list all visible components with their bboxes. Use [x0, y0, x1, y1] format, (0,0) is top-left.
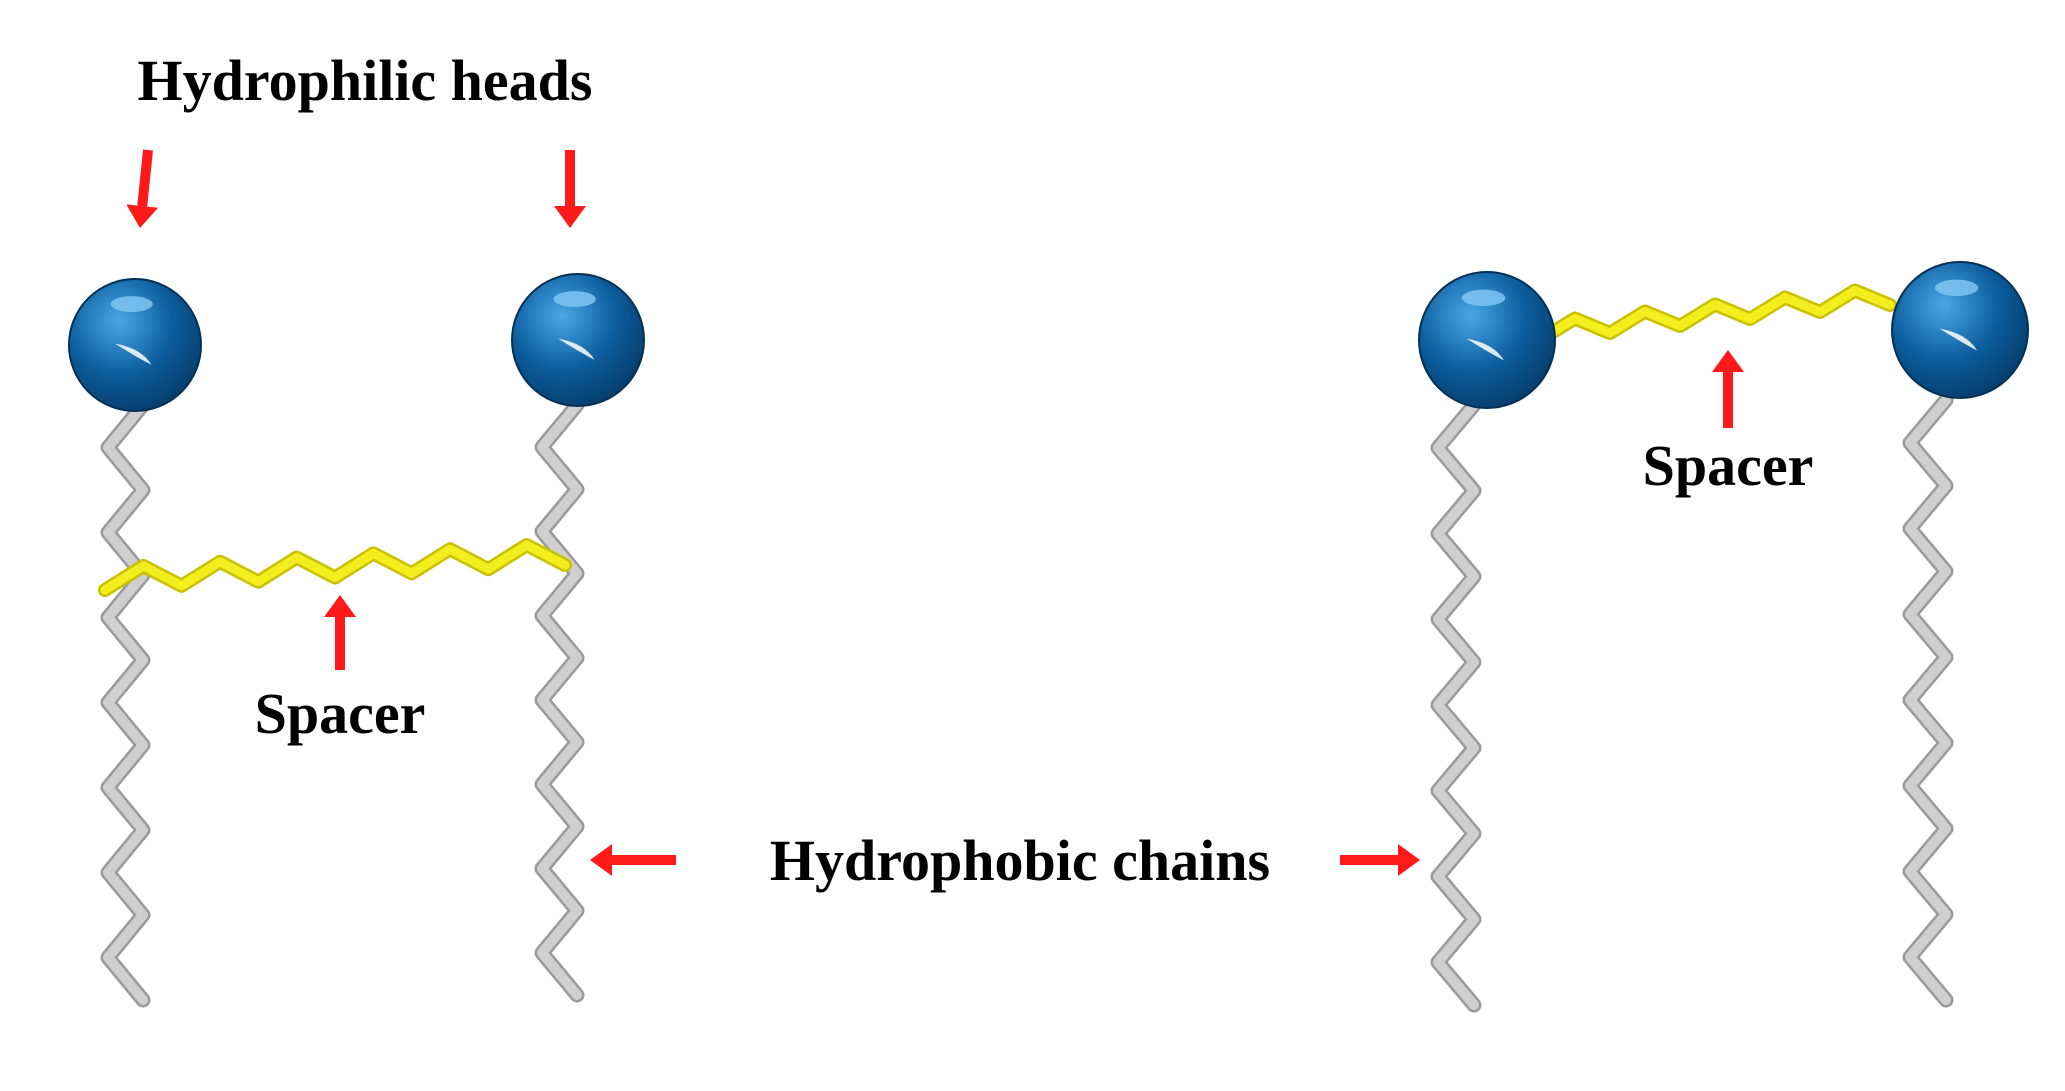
left-head-2: [511, 273, 645, 407]
left-head-2-highlight: [553, 291, 596, 307]
right-head-2: [1891, 261, 2029, 399]
arrow-to-left-head-1-shaft: [137, 149, 153, 207]
hydrophobic-chains-label: Hydrophobic chains: [770, 828, 1270, 893]
right-head-2-sphere: [1891, 261, 2029, 399]
right-head-1-glint: [1466, 338, 1504, 361]
left-tail-2: [537, 400, 582, 1000]
arrow-to-left-head-2-head: [554, 206, 586, 228]
spacer-label-left: Spacer: [255, 681, 426, 746]
left-head-1-glint: [115, 343, 152, 365]
right-head-1-sphere: [1418, 271, 1556, 409]
left-head-2-glint: [558, 338, 595, 360]
right-tail-2: [1905, 395, 1951, 1005]
arrow-to-right-spacer-head: [1712, 350, 1744, 372]
right-spacer: [1535, 286, 1895, 345]
hydrophilic-heads-label: Hydrophilic heads: [138, 48, 593, 113]
label-arrows: [126, 149, 1744, 876]
arrow-to-left-spacer: [324, 595, 356, 670]
arrow-to-left-spacer-head: [324, 595, 356, 617]
left-spacer: [100, 540, 570, 595]
right-head-2-highlight: [1934, 279, 1979, 296]
arrow-to-left-head-1: [126, 149, 159, 228]
right-head-1: [1418, 271, 1556, 409]
left-head-1-sphere: [68, 278, 202, 412]
arrow-to-right-chain-head: [1398, 844, 1420, 876]
arrow-to-left-chain: [590, 844, 676, 876]
left-head-2-sphere: [511, 273, 645, 407]
right-head-1-highlight: [1461, 289, 1506, 306]
left-head-1-highlight: [110, 296, 153, 312]
arrow-to-left-head-2: [554, 150, 586, 228]
spacer-label-right: Spacer: [1643, 433, 1814, 498]
arrow-to-right-spacer: [1712, 350, 1744, 428]
left-tail-1: [103, 400, 148, 1005]
right-head-2-glint: [1939, 328, 1977, 351]
arrow-to-left-chain-head: [590, 844, 612, 876]
molecule-structures: [68, 261, 2029, 1013]
arrow-to-right-chain: [1340, 844, 1420, 876]
left-head-1: [68, 278, 202, 412]
arrow-to-left-head-1-head: [126, 204, 159, 228]
right-tail-1: [1433, 400, 1479, 1010]
